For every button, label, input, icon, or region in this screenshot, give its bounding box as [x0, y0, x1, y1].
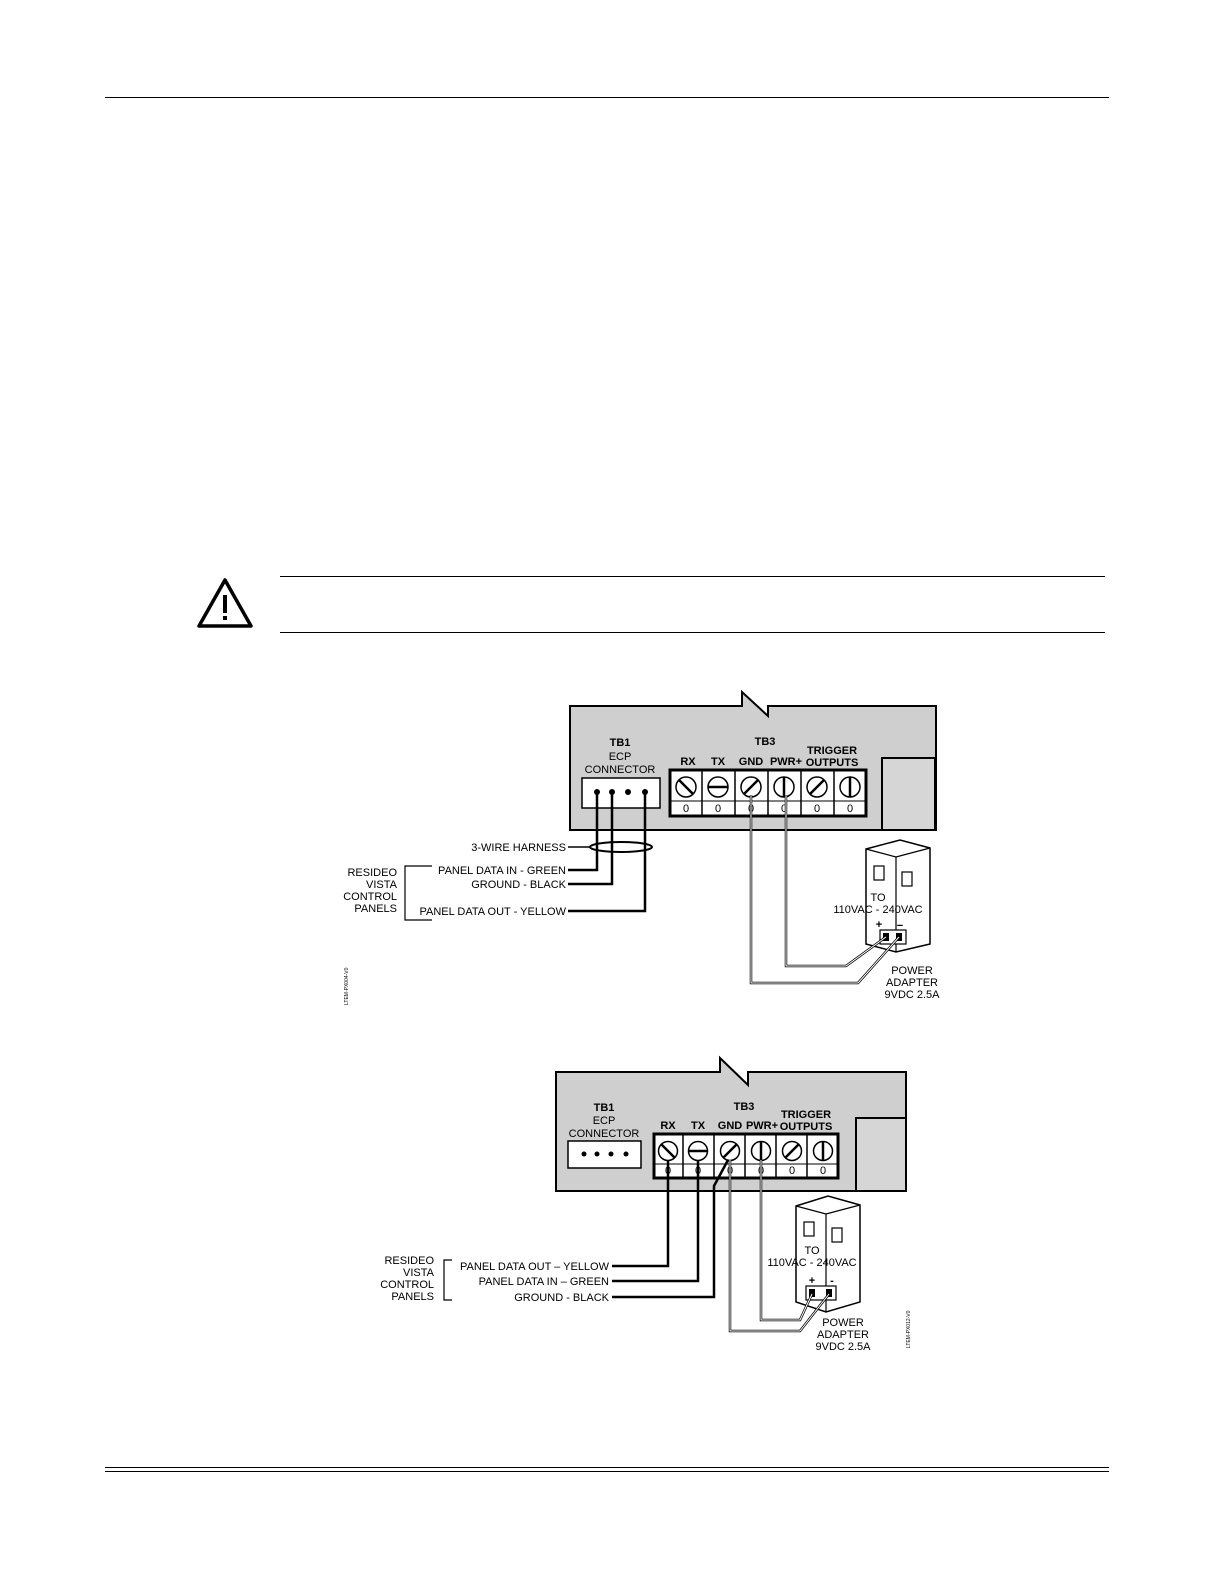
tb3-number: 0 — [715, 803, 721, 815]
tb3-terminal-label: RX — [680, 756, 696, 768]
panel-wires — [612, 1159, 730, 1299]
harness-loop — [589, 841, 653, 853]
adapter-plus: + — [876, 919, 882, 931]
tb3-number: 0 — [820, 1165, 826, 1177]
warning-top-rule — [280, 576, 1105, 577]
panel-label: RESIDEO — [347, 867, 397, 879]
warning-icon — [197, 578, 253, 628]
header-rule — [105, 97, 1109, 98]
tb1-connector — [567, 1140, 642, 1169]
panel-label: VISTA — [403, 1267, 435, 1279]
tb1-pin — [581, 1151, 587, 1157]
warning-bottom-rule — [280, 632, 1105, 633]
figure-code: LTEM-PX012-V0 — [906, 1310, 912, 1348]
wiring-diagram-2: TB1 ECP CONNECTOR TB3 RX TX GND PWR+ TRI… — [380, 1055, 912, 1353]
module-side-panel — [881, 757, 936, 831]
adapter-label-2: ADAPTER — [817, 1329, 869, 1341]
adapter-minus: − — [897, 920, 903, 932]
panel-bracket — [443, 1259, 452, 1301]
wiring-diagram-1: TB1 ECP CONNECTOR TB3 RX TX GND PWR+ TRI… — [343, 689, 940, 1005]
tb3-number: 0 — [814, 803, 820, 815]
panel-label: RESIDEO — [384, 1255, 434, 1267]
harness-wires — [568, 792, 647, 913]
tb3-number: 0 — [789, 1165, 795, 1177]
wire-label-ground: GROUND - BLACK — [471, 879, 566, 891]
tb1-pin — [594, 1151, 600, 1157]
tb1-pin — [625, 789, 631, 795]
tb3-screws — [675, 770, 861, 816]
adapter-voltage: 110VAC - 240VAC — [767, 1257, 856, 1269]
harness-label: 3-WIRE HARNESS — [471, 842, 566, 854]
tb1-line2: CONNECTOR — [569, 1128, 640, 1140]
tb3-number: 0 — [781, 803, 787, 815]
wire-label-ground: GROUND - BLACK — [514, 1292, 609, 1304]
tb1-line1: ECP — [593, 1115, 616, 1127]
tb3-screws — [657, 1134, 834, 1178]
tb3-terminal-label: TX — [691, 1120, 706, 1132]
adapter-to: TO — [870, 892, 886, 904]
tb3-terminal-label: GND — [718, 1120, 743, 1132]
tb1-title: TB1 — [610, 737, 631, 749]
footer-rule-top — [105, 1467, 1109, 1468]
module-side-panel — [855, 1117, 907, 1192]
adapter-label-2: ADAPTER — [886, 977, 938, 989]
trigger-outputs-line2: OUTPUTS — [806, 757, 859, 769]
panel-label: PANELS — [391, 1291, 434, 1303]
adapter-label-3: 9VDC 2.5A — [815, 1341, 871, 1353]
adapter-voltage: 110VAC - 240VAC — [833, 904, 922, 916]
tb1-pin — [608, 1151, 614, 1157]
tb3-terminal-label: PWR+ — [770, 756, 802, 768]
adapter-label-1: POWER — [822, 1317, 864, 1329]
wire-label-data-in: PANEL DATA IN - GREEN — [438, 865, 566, 877]
panel-label: CONTROL — [380, 1279, 434, 1291]
figure-code: LTEM-PX004-V0 — [344, 967, 350, 1005]
tb3-number: 0 — [847, 803, 853, 815]
tb1-connector — [581, 777, 661, 809]
adapter-label-1: POWER — [891, 965, 933, 977]
panel-label: CONTROL — [343, 891, 397, 903]
tb1-title: TB1 — [594, 1102, 615, 1114]
adapter-label-3: 9VDC 2.5A — [884, 989, 940, 1001]
adapter-minus: - — [830, 1275, 834, 1287]
panel-bracket — [404, 865, 432, 921]
tb1-line1: ECP — [609, 751, 632, 763]
power-adapter — [795, 1195, 861, 1313]
wire-label-data-in: PANEL DATA IN – GREEN — [479, 1276, 609, 1288]
tb3-title: TB3 — [734, 1101, 755, 1113]
tb3-terminal-label: PWR+ — [746, 1120, 778, 1132]
tb3-terminal-label: TX — [711, 756, 726, 768]
tb3-title: TB3 — [755, 736, 776, 748]
panel-label: VISTA — [366, 879, 398, 891]
trigger-outputs-line2: OUTPUTS — [780, 1121, 833, 1133]
trigger-outputs-line1: TRIGGER — [781, 1109, 831, 1121]
tb1-line2: CONNECTOR — [585, 764, 656, 776]
adapter-to: TO — [804, 1245, 820, 1257]
tb3-terminal-block — [652, 1132, 840, 1180]
panel-label: PANELS — [354, 903, 397, 915]
footer-rule-bottom — [105, 1471, 1109, 1472]
trigger-outputs-line1: TRIGGER — [807, 745, 857, 757]
wire-label-data-out: PANEL DATA OUT – YELLOW — [460, 1261, 610, 1273]
tb3-terminal-label: GND — [739, 756, 764, 768]
tb3-number: 0 — [683, 803, 689, 815]
adapter-plus: + — [809, 1275, 815, 1287]
tb1-pin — [623, 1151, 629, 1157]
wire-label-data-out: PANEL DATA OUT - YELLOW — [419, 906, 566, 918]
tb3-terminal-label: RX — [660, 1120, 676, 1132]
